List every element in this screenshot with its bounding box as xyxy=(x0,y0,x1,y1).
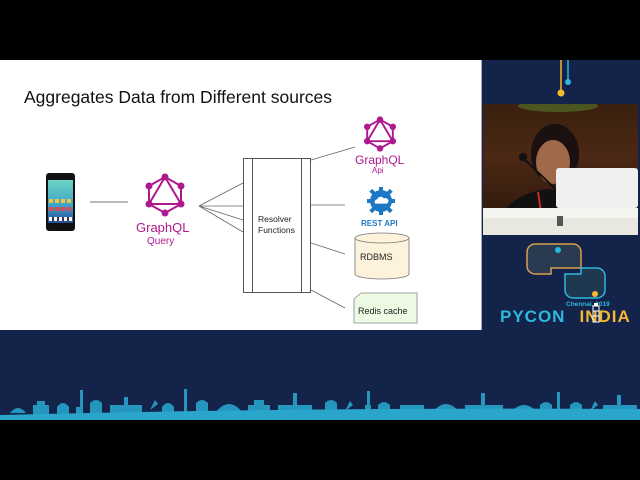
rdbms-label: RDBMS xyxy=(360,252,393,262)
graphql-query-label: GraphQL xyxy=(136,220,190,235)
resolver-functions-box: Resolver Functions xyxy=(243,158,311,293)
python-logo-icon xyxy=(526,243,606,299)
graphql-query-sublabel: Query xyxy=(147,236,175,247)
cloud-gear-icon xyxy=(367,187,395,215)
slide-title: Aggregates Data from Different sources xyxy=(24,87,333,107)
resolver-label-line2: Functions xyxy=(258,225,295,235)
smartphone-icon xyxy=(46,173,75,231)
video-frame: Aggregates Data from Different sources xyxy=(0,60,640,420)
graphql-logo-icon xyxy=(364,116,396,152)
redis-cache-label: Redis cache xyxy=(358,306,408,316)
resolver-label-line1: Resolver xyxy=(258,214,292,224)
event-location-year: Chennai, 2019 xyxy=(566,301,610,308)
note-card-icon xyxy=(353,292,418,324)
graphql-logo-icon xyxy=(145,173,185,217)
diagram-connectors xyxy=(90,146,356,309)
pycon-text: PYCON xyxy=(500,307,566,326)
city-skyline-banner xyxy=(0,389,640,420)
panel-decoration xyxy=(483,60,640,104)
rest-api-label: REST API xyxy=(361,219,398,228)
presentation-slide: Aggregates Data from Different sources xyxy=(0,60,482,330)
speaker-video xyxy=(483,104,638,235)
lighthouse-icon xyxy=(592,303,600,323)
pycon-india-logo: PYCON INDIA xyxy=(500,307,631,327)
database-cylinder-icon xyxy=(354,232,410,280)
graphql-api-label: GraphQL xyxy=(355,153,405,167)
india-text: INDIA xyxy=(579,307,631,326)
graphql-api-sublabel: Api xyxy=(372,166,384,175)
